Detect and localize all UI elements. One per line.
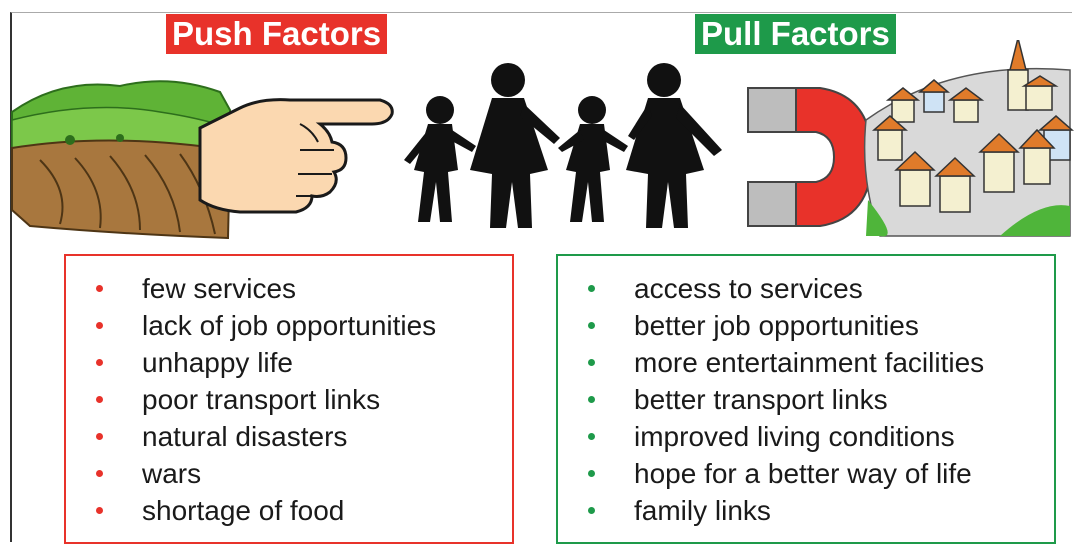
illustration-strip <box>11 40 1074 240</box>
pull-factor-item: hope for a better way of life <box>558 455 1054 492</box>
push-factor-item-label: poor transport links <box>142 384 381 415</box>
countryside-field-icon <box>11 80 232 240</box>
bullet-icon <box>588 396 595 403</box>
pull-factor-item: more entertainment facilities <box>558 344 1054 381</box>
bullet-icon <box>588 285 595 292</box>
push-factors-title: Push Factors <box>166 14 388 54</box>
pull-factor-item-label: improved living conditions <box>634 421 955 452</box>
pull-factor-item-label: family links <box>634 495 771 526</box>
migrating-family-silhouette-icon <box>404 63 722 228</box>
bullet-icon <box>588 470 595 477</box>
push-factor-item: poor transport links <box>66 381 512 418</box>
push-factor-item: wars <box>66 455 512 492</box>
pull-factor-item: improved living conditions <box>558 418 1054 455</box>
push-factor-item: natural disasters <box>66 418 512 455</box>
pull-factor-item: access to services <box>558 270 1054 307</box>
bullet-icon <box>588 507 595 514</box>
pull-factor-item: better transport links <box>558 381 1054 418</box>
bullet-icon <box>588 322 595 329</box>
push-factor-item-label: wars <box>142 458 202 489</box>
push-factor-item-label: few services <box>142 273 297 304</box>
pointing-hand-icon <box>198 98 394 214</box>
pull-factor-item: family links <box>558 492 1054 529</box>
pull-factor-item-label: better job opportunities <box>634 310 919 341</box>
pull-factors-title: Pull Factors <box>695 14 896 54</box>
pull-factors-list: access to services better job opportuniti… <box>558 256 1054 529</box>
push-factor-item: unhappy life <box>66 344 512 381</box>
town-houses-icon <box>863 40 1074 237</box>
push-factor-item-label: lack of job opportunities <box>142 310 437 341</box>
push-factor-item: shortage of food <box>66 492 512 529</box>
bullet-icon <box>96 433 103 440</box>
pull-factor-item-label: more entertainment facilities <box>634 347 985 378</box>
bullet-icon <box>96 470 103 477</box>
push-factor-item: lack of job opportunities <box>66 307 512 344</box>
push-factor-item: few services <box>66 270 512 307</box>
bullet-icon <box>96 396 103 403</box>
push-factor-item-label: natural disasters <box>142 421 348 452</box>
push-factor-item-label: shortage of food <box>142 495 345 526</box>
pull-factor-item-label: access to services <box>634 273 863 304</box>
pull-factor-item-label: hope for a better way of life <box>634 458 972 489</box>
bullet-icon <box>96 285 103 292</box>
push-factor-item-label: unhappy life <box>142 347 294 378</box>
pull-factor-item: better job opportunities <box>558 307 1054 344</box>
bullet-icon <box>588 433 595 440</box>
pull-factors-box: access to services better job opportuniti… <box>556 254 1056 544</box>
bullet-icon <box>588 359 595 366</box>
bullet-icon <box>96 359 103 366</box>
magnet-icon <box>747 87 874 227</box>
push-factors-list: few services lack of job opportunities unh… <box>66 256 512 529</box>
bullet-icon <box>96 507 103 514</box>
pull-factor-item-label: better transport links <box>634 384 888 415</box>
bullet-icon <box>96 322 103 329</box>
push-factors-box: few services lack of job opportunities unh… <box>64 254 514 544</box>
